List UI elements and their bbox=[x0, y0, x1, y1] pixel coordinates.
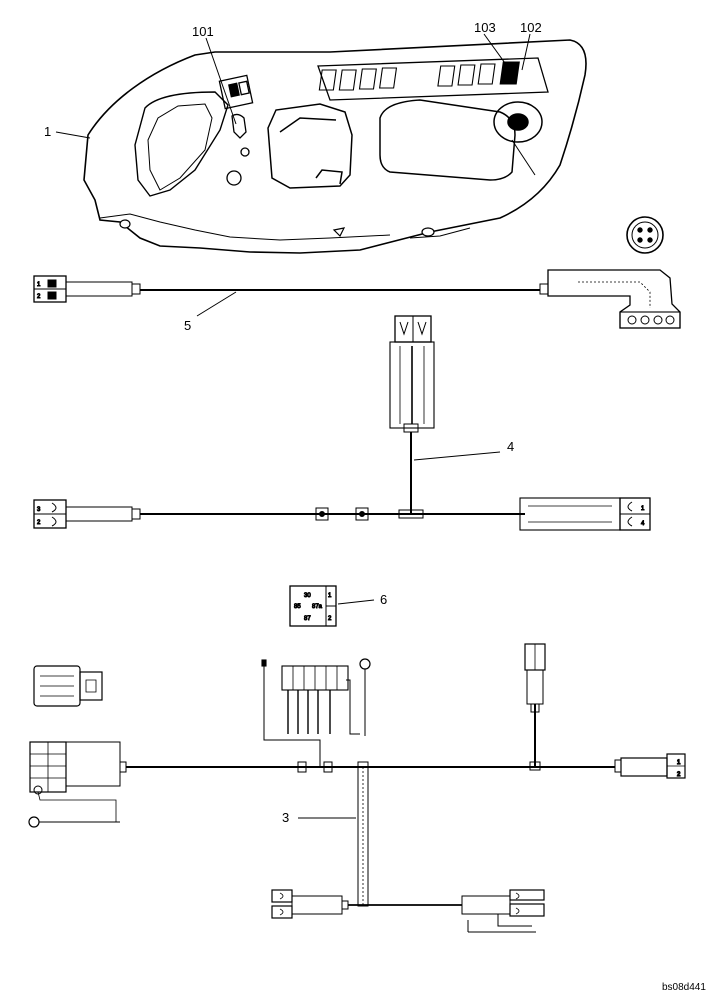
relay-6: 30 85 87a 87 1 2 bbox=[289, 585, 375, 627]
leader-line-6 bbox=[337, 599, 375, 605]
pin-label: 1 bbox=[677, 760, 681, 766]
harness-3-loose-connector bbox=[33, 665, 103, 707]
harness-5-right-connector bbox=[547, 269, 681, 329]
console-switch-strip bbox=[317, 57, 549, 101]
leader-line-103 bbox=[483, 33, 511, 71]
callout-4: 4 bbox=[507, 439, 514, 454]
figure-id: bs08d441 bbox=[662, 982, 706, 993]
harness-3-left-connector bbox=[29, 741, 121, 823]
callout-103: 103 bbox=[474, 20, 496, 35]
harness-3-right-connector: 1 2 bbox=[614, 753, 686, 779]
pin-label: 2 bbox=[328, 616, 332, 622]
pin-label: 1 bbox=[328, 593, 332, 599]
callout-5: 5 bbox=[184, 318, 191, 333]
leader-line-4 bbox=[413, 451, 501, 461]
pin-label: 1 bbox=[37, 282, 41, 288]
switch-slots bbox=[318, 61, 520, 91]
relay-terminal-label: 87a bbox=[312, 604, 323, 610]
callout-6: 6 bbox=[380, 592, 387, 607]
pin-label: 3 bbox=[37, 507, 41, 513]
pin-label: 2 bbox=[37, 520, 41, 526]
relay-terminal-label: 30 bbox=[304, 593, 311, 599]
harness-5: 1 2 bbox=[33, 269, 681, 329]
harness-3: 1 2 bbox=[28, 643, 686, 933]
relay-terminal-label: 87 bbox=[304, 616, 311, 622]
callout-3: 3 bbox=[282, 810, 289, 825]
round-connector-icon bbox=[626, 216, 664, 254]
leader-line-5 bbox=[196, 291, 237, 317]
relay-terminal-label: 85 bbox=[294, 604, 301, 610]
leader-line-1 bbox=[55, 131, 91, 139]
pin-label: 1 bbox=[641, 506, 645, 512]
harness-4: 3 2 1 4 bbox=[33, 315, 651, 531]
callout-102: 102 bbox=[520, 20, 542, 35]
console-handle-recess bbox=[134, 91, 229, 197]
harness-3-relay-socket bbox=[261, 659, 360, 767]
leader-line-102 bbox=[521, 33, 531, 71]
pin-label: 4 bbox=[641, 521, 645, 527]
callout-101: 101 bbox=[192, 24, 214, 39]
pin-label: 2 bbox=[677, 772, 681, 778]
console-cup-cutout bbox=[267, 103, 353, 189]
callout-1: 1 bbox=[44, 124, 51, 139]
pin-label: 2 bbox=[37, 294, 41, 300]
leader-line-101 bbox=[205, 37, 237, 125]
switch-housing bbox=[218, 74, 254, 186]
console-panel bbox=[83, 39, 587, 254]
harness-4-right-connector bbox=[519, 497, 621, 531]
console-fasteners bbox=[119, 219, 435, 238]
console-cover bbox=[379, 99, 543, 181]
